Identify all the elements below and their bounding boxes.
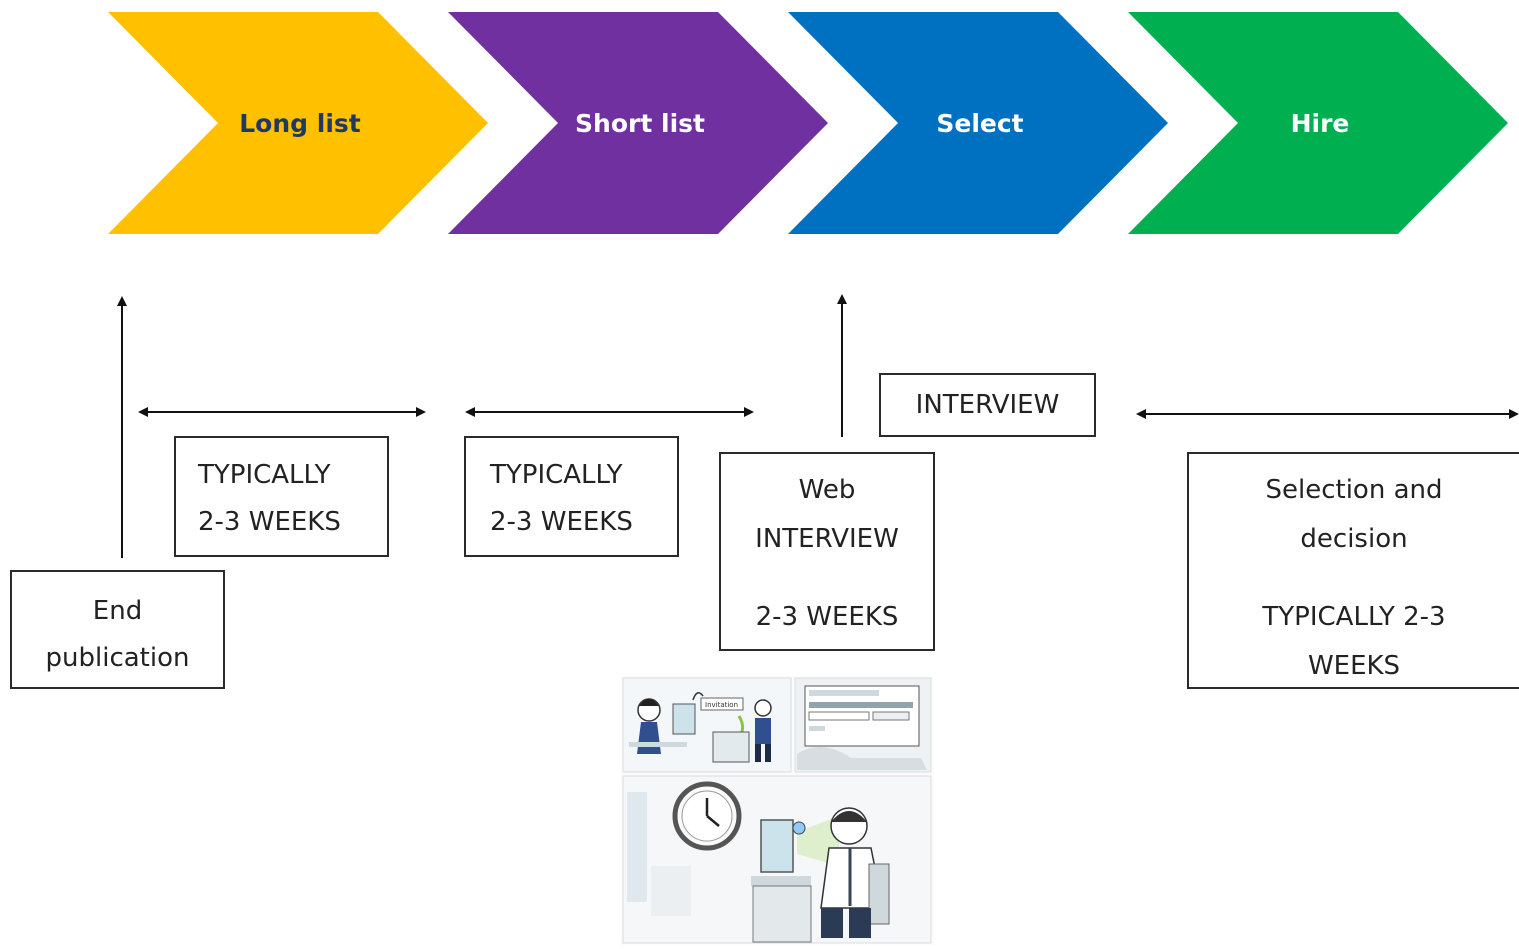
stage-label-select: Select bbox=[936, 109, 1024, 138]
chevron-select bbox=[788, 12, 1168, 234]
chevron-hire bbox=[1128, 12, 1508, 234]
interview-label: INTERVIEW bbox=[915, 390, 1060, 420]
end-publication-box: End publication bbox=[10, 570, 225, 689]
duration-box-2: TYPICALLY 2-3 WEEKS bbox=[464, 436, 679, 557]
selection-line4: WEEKS bbox=[1307, 651, 1401, 681]
duration-2-line2: 2-3 WEEKS bbox=[490, 507, 633, 537]
interview-box: INTERVIEW bbox=[879, 373, 1096, 437]
selection-line3: TYPICALLY 2-3 bbox=[1262, 602, 1446, 632]
selection-line2: decision bbox=[1300, 524, 1408, 554]
chevron-long-list bbox=[108, 12, 488, 234]
web-interview-illustration-icon: Invitation bbox=[622, 677, 932, 944]
stage-label-hire: Hire bbox=[1290, 109, 1350, 138]
duration-1-line2: 2-3 WEEKS bbox=[198, 507, 341, 537]
selection-decision-box: Selection and decision TYPICALLY 2-3 WEE… bbox=[1187, 452, 1519, 689]
stage-label-long-list: Long list bbox=[239, 109, 361, 138]
duration-box-1: TYPICALLY 2-3 WEEKS bbox=[174, 436, 389, 557]
web-interview-line1: Web bbox=[798, 475, 856, 505]
web-interview-line2: INTERVIEW bbox=[755, 524, 899, 554]
end-publication-line2: publication bbox=[45, 643, 190, 673]
web-interview-box: Web INTERVIEW 2-3 WEEKS bbox=[719, 452, 935, 651]
chevron-short-list bbox=[448, 12, 828, 234]
duration-2-line1: TYPICALLY bbox=[490, 460, 623, 490]
duration-1-line1: TYPICALLY bbox=[198, 460, 331, 490]
web-interview-line3: 2-3 WEEKS bbox=[755, 602, 899, 632]
end-publication-line1: End bbox=[92, 596, 143, 626]
selection-line1: Selection and bbox=[1265, 475, 1443, 505]
web-interview-illustration: Invitation bbox=[621, 676, 934, 945]
invitation-caption: Invitation bbox=[705, 701, 738, 709]
stage-label-short-list: Short list bbox=[575, 109, 705, 138]
